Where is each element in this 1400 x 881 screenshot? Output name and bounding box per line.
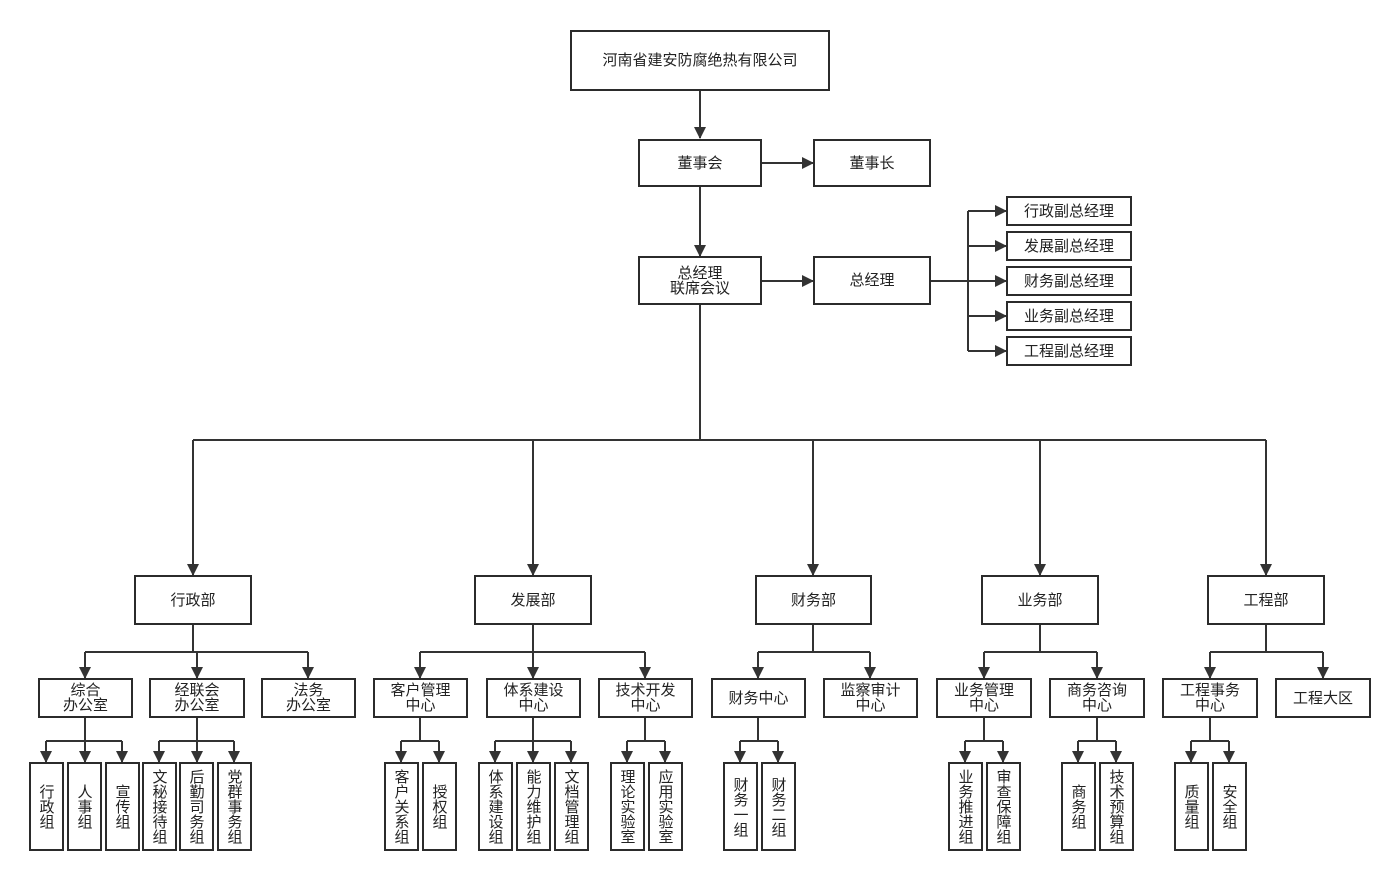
board-node: 董事会 <box>638 139 762 187</box>
subunit-tech-center-node: 技术开发 中心 <box>598 678 693 718</box>
group-secretary-node: 文秘接待组 <box>142 762 177 851</box>
group-customer-relations-node: 客户关系组 <box>384 762 419 851</box>
dept-development-node: 发展部 <box>474 575 592 625</box>
subunit-business-center-node: 业务管理 中心 <box>936 678 1032 718</box>
gm-meeting-node: 总经理 联席会议 <box>638 256 762 305</box>
chairman-node: 董事长 <box>813 139 931 187</box>
subunit-system-center-node: 体系建设 中心 <box>486 678 581 718</box>
dept-admin-node: 行政部 <box>134 575 252 625</box>
group-document-node: 文档管理组 <box>554 762 589 851</box>
subunit-commerce-center-node: 商务咨询 中心 <box>1049 678 1145 718</box>
subunit-customer-center-node: 客户管理 中心 <box>373 678 468 718</box>
group-finance-2-node: 财务二组 <box>761 762 796 851</box>
group-tech-budget-node: 技术预算组 <box>1099 762 1134 851</box>
vice-gm-finance-node: 财务副总经理 <box>1006 266 1132 296</box>
company-node: 河南省建安防腐绝热有限公司 <box>570 30 830 91</box>
group-logistics-node: 后勤司务组 <box>179 762 214 851</box>
group-authorization-node: 授权组 <box>422 762 457 851</box>
subunit-general-office-node: 综合 办公室 <box>38 678 133 718</box>
subunit-audit-center-node: 监察审计 中心 <box>823 678 918 718</box>
group-admin-node: 行政组 <box>29 762 64 851</box>
group-commerce-node: 商务组 <box>1061 762 1096 851</box>
group-review-node: 审查保障组 <box>986 762 1021 851</box>
group-safety-node: 安全组 <box>1212 762 1247 851</box>
group-hr-node: 人事组 <box>67 762 102 851</box>
subunit-legal-office-node: 法务 办公室 <box>261 678 356 718</box>
subunit-finance-center-node: 财务中心 <box>711 678 806 718</box>
group-publicity-node: 宣传组 <box>105 762 140 851</box>
group-capability-node: 能力维护组 <box>516 762 551 851</box>
group-theory-lab-node: 理论实验室 <box>610 762 645 851</box>
vice-gm-business-node: 业务副总经理 <box>1006 301 1132 331</box>
subunit-liaison-office-node: 经联会 办公室 <box>149 678 245 718</box>
dept-business-node: 业务部 <box>981 575 1099 625</box>
subunit-engineering-center-node: 工程事务 中心 <box>1162 678 1258 718</box>
vice-gm-development-node: 发展副总经理 <box>1006 231 1132 261</box>
vice-gm-engineering-node: 工程副总经理 <box>1006 336 1132 366</box>
group-system-building-node: 体系建设组 <box>478 762 513 851</box>
group-business-promotion-node: 业务推进组 <box>948 762 983 851</box>
vice-gm-admin-node: 行政副总经理 <box>1006 196 1132 226</box>
subunit-engineering-region-node: 工程大区 <box>1275 678 1371 718</box>
group-finance-1-node: 财务一组 <box>723 762 758 851</box>
group-applied-lab-node: 应用实验室 <box>648 762 683 851</box>
dept-finance-node: 财务部 <box>755 575 872 625</box>
gm-node: 总经理 <box>813 256 931 305</box>
dept-engineering-node: 工程部 <box>1207 575 1325 625</box>
group-quality-node: 质量组 <box>1174 762 1209 851</box>
group-party-node: 党群事务组 <box>217 762 252 851</box>
